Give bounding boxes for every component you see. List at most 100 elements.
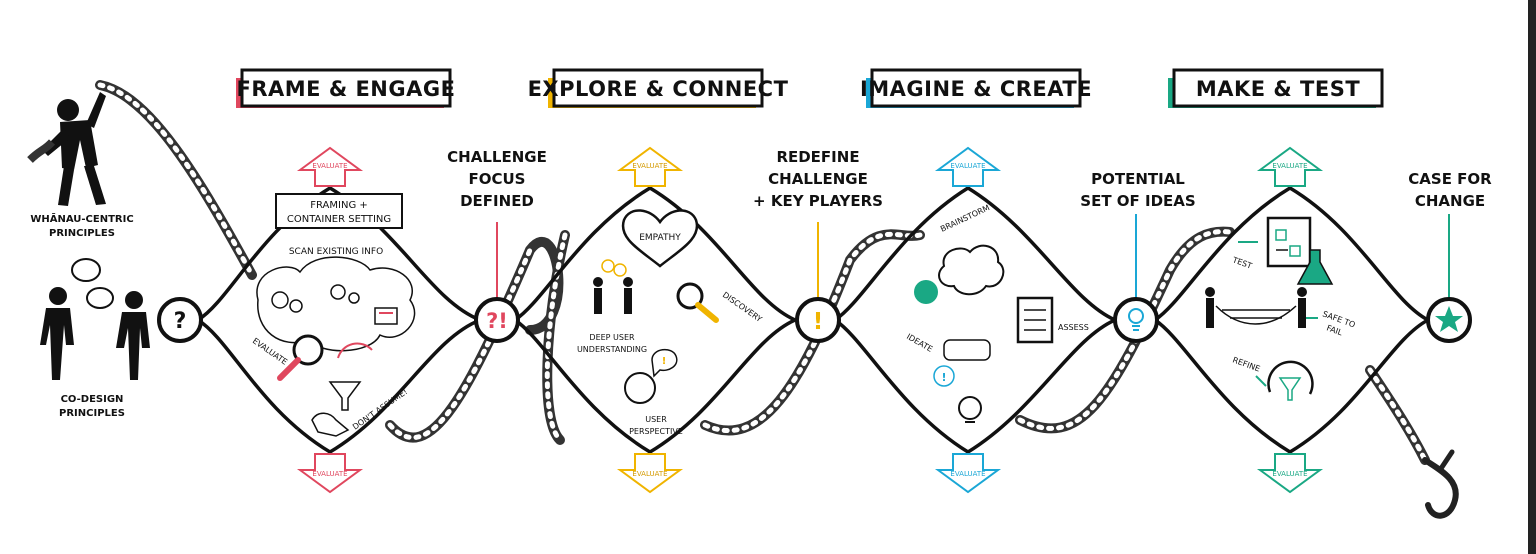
magnifier-icon [277,334,324,381]
two-people-talking-icon [40,258,150,380]
milestone-challenge-focus: CHALLENGE FOCUS DEFINED [447,148,547,210]
milestone-line: CHANGE [1415,192,1485,210]
co-design-label: CO-DESIGN PRINCIPLES [59,394,125,419]
evaluate-label: EVALUATE [1272,162,1307,170]
user-perspective-label: USER PERSPECTIVE [629,415,683,436]
evaluate-arrow-top: EVALUATE [616,146,684,187]
label-line: PRINCIPLES [49,228,115,239]
evaluate-label: EVALUATE [312,470,347,478]
refine-label: REFINE [1231,355,1261,373]
label-line: FRAMING + [310,200,368,211]
phase4-content: TEST SAFE TO FAIL REFINE [1205,216,1356,401]
banner-title: FRAME & ENGAGE [237,77,456,101]
clipboard-icon [1016,296,1054,344]
left-principles: WHĀNAU-CENTRIC PRINCIPLES CO-DESIGN PRIN… [27,92,150,419]
milestone-line: DEFINED [460,192,534,210]
node-redefine: ! [795,297,841,343]
banner-title: IMAGINE & CREATE [860,77,1092,101]
label-line: WHĀNAU-CENTRIC [30,212,133,225]
banner-title: EXPLORE & CONNECT [528,77,789,101]
milestone-line: POTENTIAL [1091,170,1185,188]
assess-label: ASSESS [1058,323,1089,332]
milestone-line: FOCUS [469,170,526,188]
evaluate-arrow-bottom: EVALUATE [934,453,1002,494]
phase-banners: FRAME & ENGAGE EXPLORE & CONNECT IMAGINE… [236,68,1384,108]
safe-to-fail-label: SAFE TO FAIL [1321,309,1356,337]
svg-text:!: ! [941,371,946,384]
cloud-icon [256,256,416,352]
milestone-line: CHALLENGE [447,148,547,166]
label-line: FAIL [1325,323,1344,337]
evaluate-arrows: EVALUATE EVALUATE EVALUATE EVALUATE EVAL… [296,146,1324,494]
node-case [1426,297,1472,343]
dont-assume-label: DON'T ASSUME! [351,387,409,431]
scan-label: SCAN EXISTING INFO [289,247,383,257]
evaluate-arrow-top: EVALUATE [1256,146,1324,187]
gauge-icon [337,342,373,359]
lightbulb-icon [1128,308,1144,331]
banner-frame-engage: FRAME & ENGAGE [236,68,456,108]
milestone-potential-ideas: POTENTIAL SET OF IDEAS [1080,170,1195,210]
banner-explore-connect: EXPLORE & CONNECT [528,68,789,108]
whanau-label: WHĀNAU-CENTRIC PRINCIPLES [30,212,133,239]
brainstorm-label: BRAINSTORM [939,203,991,234]
banner-imagine-create: IMAGINE & CREATE [860,68,1092,108]
label-line: USER [645,415,667,424]
evaluate-arrow-bottom: EVALUATE [296,453,364,494]
deep-understanding-label: DEEP USER UNDERSTANDING [577,333,647,354]
evaluate-arrow-bottom: EVALUATE [616,453,684,494]
milestone-case-for-change: CASE FOR CHANGE [1408,170,1492,210]
label-line: PRINCIPLES [59,408,125,419]
evaluate-arrow-top: EVALUATE [934,146,1002,187]
refine-cycle-icon [1267,360,1314,401]
milestone-line: SET OF IDEAS [1080,192,1195,210]
evaluate-label: EVALUATE [1272,470,1307,478]
node-start: ? [157,297,203,343]
magnifier-icon [676,282,719,323]
evaluate-label: EVALUATE [632,470,667,478]
window-edge [1528,0,1536,554]
milestone-line: CHALLENGE [768,170,868,188]
funnel-icon [328,381,362,411]
label-line: DEEP USER [589,333,635,342]
diamond-imagine-create [833,186,1117,454]
evaluate-label: EVALUATE [950,162,985,170]
banner-make-test: MAKE & TEST [1168,68,1384,108]
evaluate-label: EVALUATE [312,162,347,170]
phase3-content: BRAINSTORM ASSESS IDEATE ! [905,203,1089,423]
test-label: TEST [1230,255,1253,271]
gears-icon [271,284,360,313]
milestone-line: + KEY PLAYERS [753,192,883,210]
banner-title: MAKE & TEST [1196,77,1360,101]
label-line: CONTAINER SETTING [287,214,391,225]
label-line: PERSPECTIVE [629,427,683,436]
document-icon [374,307,398,325]
empathy-label: EMPATHY [639,233,681,243]
star-icon [1435,306,1463,332]
two-people-icon [593,277,633,314]
lightbulb-icon [958,396,982,423]
evaluate-arrow-top: EVALUATE [296,146,364,187]
test-report-icon [1266,216,1312,268]
phase2-content: EMPATHY DISCOVERY DEEP USER UNDERSTANDIN… [577,209,764,436]
svg-text:!: ! [662,356,667,367]
milestone-redefine: REDEFINE CHALLENGE + KEY PLAYERS [753,148,883,210]
node-ideas [1113,297,1159,343]
evaluate-label: EVALUATE [632,162,667,170]
brainstorm-cloud-icon [938,244,1005,296]
evaluate-label: EVALUATE [950,470,985,478]
flask-icon [1296,249,1334,285]
discovery-label: DISCOVERY [721,290,764,324]
node-symbol: ! [813,309,824,335]
node-challenge: ?! [474,297,520,343]
label-line: CO-DESIGN [61,394,124,405]
people-holding-net-icon [1205,287,1307,328]
milestones: CHALLENGE FOCUS DEFINED REDEFINE CHALLEN… [447,148,1492,298]
ideate-label: IDEATE [905,332,934,354]
node-symbol: ? [174,309,187,334]
node-symbol: ?! [486,309,508,333]
framing-box: FRAMING + CONTAINER SETTING [287,200,391,225]
nodes: ? ?! ! [157,297,1472,343]
